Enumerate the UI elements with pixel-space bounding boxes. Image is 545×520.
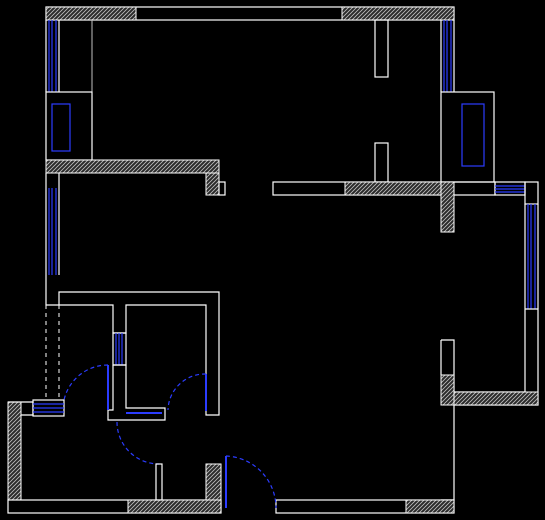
top-wall xyxy=(45,6,455,92)
right-lower-wall xyxy=(440,308,539,501)
bathroom-door-left xyxy=(63,364,109,410)
bottom-wall xyxy=(7,463,455,514)
left-upper-window xyxy=(45,20,60,92)
right-small-window xyxy=(494,181,539,205)
left-column xyxy=(45,91,93,161)
bathroom-walls xyxy=(45,275,220,421)
left-upper-partition xyxy=(45,159,226,196)
entrance-door xyxy=(225,455,277,509)
right-upper-window xyxy=(440,20,455,92)
lower-left-room xyxy=(7,399,160,501)
partition-stubs xyxy=(374,19,389,183)
middle-partition xyxy=(272,181,496,233)
right-window xyxy=(524,204,539,309)
left-middle-window xyxy=(45,188,60,275)
right-column xyxy=(440,91,495,183)
bathroom-door-right xyxy=(126,373,207,414)
